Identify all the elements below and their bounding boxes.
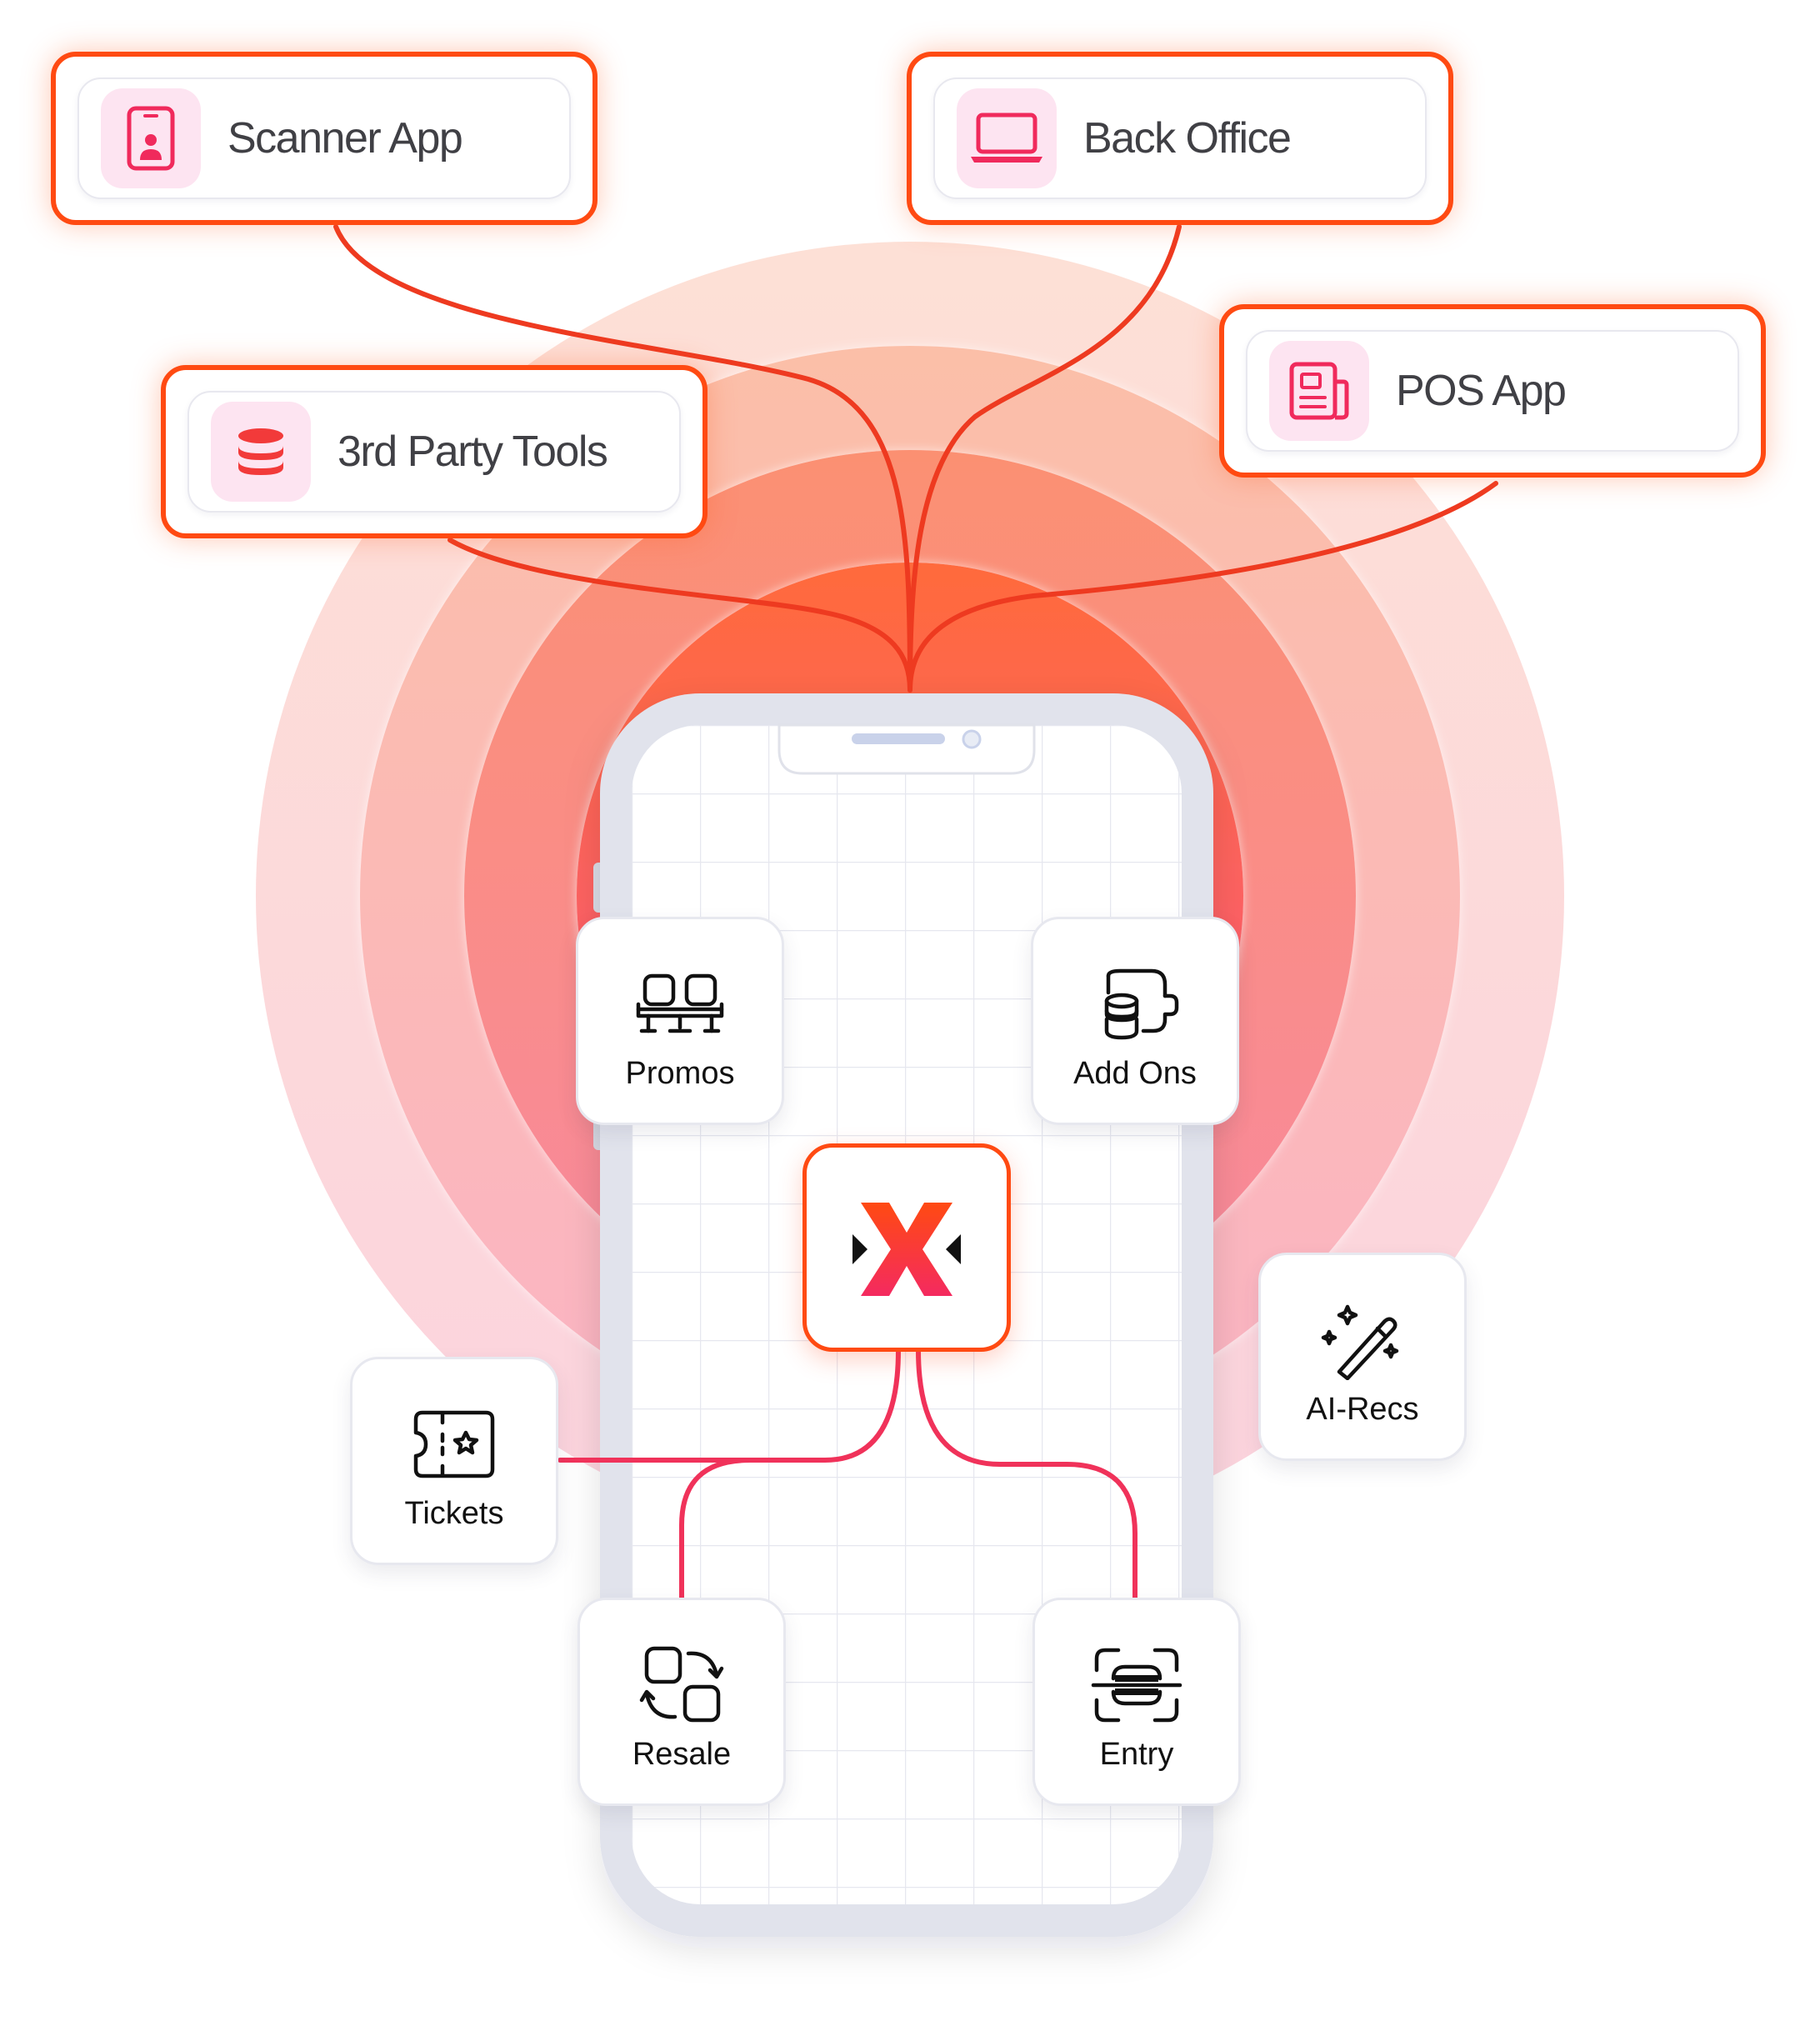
phone-camera bbox=[962, 729, 982, 749]
tablet-user-icon bbox=[101, 88, 201, 188]
ticket-star-icon bbox=[413, 1410, 495, 1478]
feature-tile-add-ons[interactable]: Add Ons bbox=[1031, 917, 1239, 1125]
wire-scanner-app bbox=[333, 224, 912, 693]
integration-card-pos-app[interactable]: POS App bbox=[1219, 304, 1766, 478]
phone-speaker bbox=[852, 733, 945, 744]
feature-tile-entry[interactable]: Entry bbox=[1032, 1598, 1241, 1806]
integration-card-inner: Scanner App bbox=[78, 78, 571, 199]
integration-card-scanner-app[interactable]: Scanner App bbox=[51, 52, 598, 225]
drink-cup-icon bbox=[1104, 968, 1179, 1040]
scan-frame-icon bbox=[1091, 1648, 1182, 1723]
feature-label: Add Ons bbox=[1073, 1056, 1197, 1091]
feature-label: Entry bbox=[1099, 1737, 1174, 1772]
feature-tile-resale[interactable]: Resale bbox=[578, 1598, 786, 1806]
feature-label: Promos bbox=[625, 1056, 735, 1091]
pos-terminal-icon bbox=[1269, 341, 1369, 441]
integration-card-inner: POS App bbox=[1246, 330, 1739, 452]
feature-tile-tickets[interactable]: Tickets bbox=[350, 1357, 558, 1565]
wire-3rd-party-tools bbox=[448, 538, 912, 693]
x-brand-logo-icon bbox=[852, 1203, 961, 1296]
feature-tile-promos[interactable]: Promos bbox=[576, 917, 784, 1125]
wire-pos-app bbox=[908, 481, 1498, 693]
feature-label: Resale bbox=[632, 1737, 732, 1772]
brand-logo-tile[interactable] bbox=[802, 1143, 1011, 1352]
feature-tile-ai-recs[interactable]: AI-Recs bbox=[1258, 1253, 1467, 1461]
integration-label: Scanner App bbox=[228, 114, 463, 163]
laptop-icon bbox=[957, 88, 1057, 188]
wire-back-office bbox=[908, 224, 1182, 693]
wire-entry bbox=[916, 1348, 1138, 1603]
seats-icon bbox=[636, 973, 724, 1033]
database-icon bbox=[211, 402, 311, 502]
feature-label: AI-Recs bbox=[1306, 1392, 1419, 1427]
wire-resale bbox=[679, 1458, 752, 1603]
integration-label: 3rd Party Tools bbox=[338, 428, 608, 476]
feature-label: Tickets bbox=[404, 1496, 504, 1531]
integration-card-inner: 3rd Party Tools bbox=[188, 391, 681, 513]
integration-card-inner: Back Office bbox=[933, 78, 1427, 199]
magic-wand-icon bbox=[1321, 1304, 1399, 1380]
integration-card-back-office[interactable]: Back Office bbox=[907, 52, 1453, 225]
integration-card-3rd-party-tools[interactable]: 3rd Party Tools bbox=[161, 365, 708, 538]
integration-label: POS App bbox=[1396, 367, 1567, 415]
swap-squares-icon bbox=[639, 1646, 724, 1723]
wire-tickets bbox=[558, 1348, 901, 1463]
integration-label: Back Office bbox=[1083, 114, 1292, 163]
